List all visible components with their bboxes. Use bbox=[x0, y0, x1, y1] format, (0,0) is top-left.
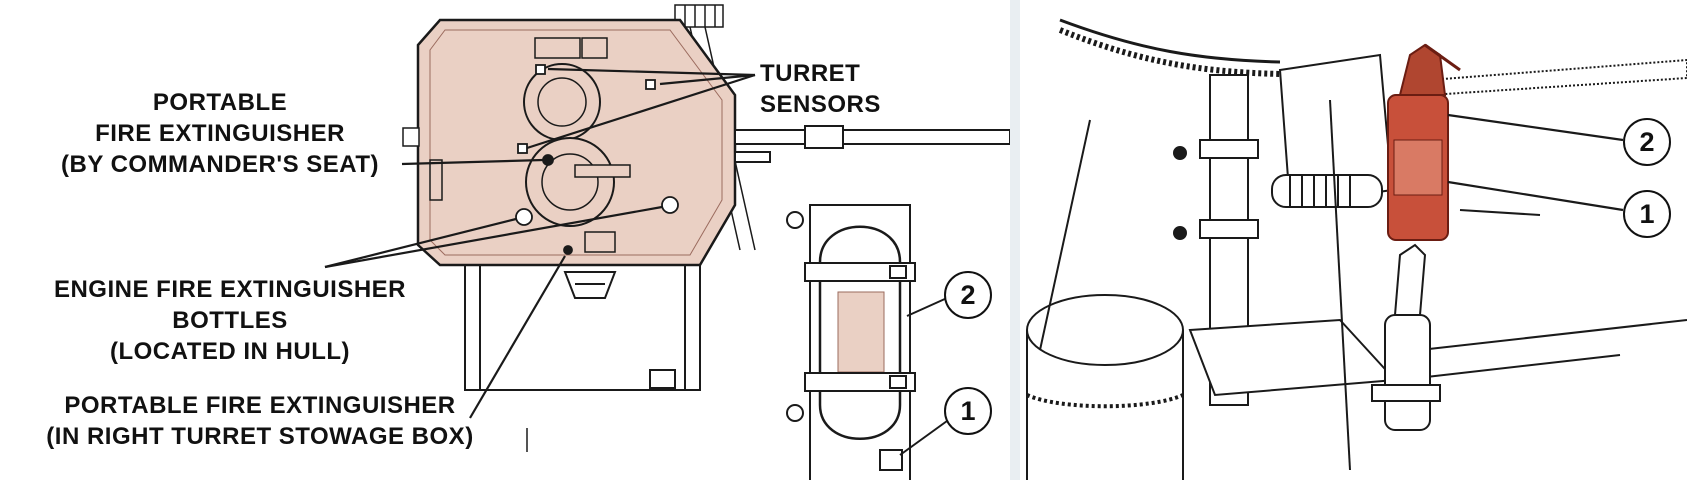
turret-ring-teeth bbox=[1058, 27, 1281, 77]
label-line: (BY COMMANDER'S SEAT) bbox=[61, 151, 379, 178]
label-turret-sensors: TURRET SENSORS bbox=[760, 58, 881, 120]
panel-divider bbox=[1010, 0, 1020, 480]
label-line: ENGINE FIRE EXTINGUISHER bbox=[53, 276, 407, 303]
label-portable-extinguisher-commander: PORTABLE FIRE EXTINGUISHER (BY COMMANDER… bbox=[40, 87, 400, 180]
callout-bracket-2: 2 bbox=[944, 271, 992, 319]
label-engine-extinguisher-bottles: ENGINE FIRE EXTINGUISHER BOTTLES (LOCATE… bbox=[30, 274, 430, 367]
floor-lines bbox=[1399, 319, 1687, 381]
white-fire-extinguisher bbox=[1371, 243, 1441, 431]
bracket-leader-lines bbox=[899, 297, 948, 456]
label-line: SENSORS bbox=[760, 91, 881, 118]
seat-tray bbox=[1188, 318, 1398, 397]
turret-diagram-art bbox=[324, 4, 1010, 480]
upper-rack bbox=[1429, 58, 1687, 97]
interior-view-panel: 2 1 bbox=[1020, 0, 1687, 480]
red-fire-extinguisher bbox=[1387, 43, 1461, 241]
callout-bracket-1: 1 bbox=[944, 387, 992, 435]
leader-lines bbox=[324, 67, 756, 419]
label-line: PORTABLE bbox=[152, 89, 288, 116]
gun-barrel bbox=[734, 125, 1010, 163]
label-portable-extinguisher-stowage: PORTABLE FIRE EXTINGUISHER (IN RIGHT TUR… bbox=[0, 390, 520, 452]
label-line: TURRET bbox=[760, 60, 861, 87]
hull-detail bbox=[563, 271, 617, 299]
label-line: PORTABLE FIRE EXTINGUISHER bbox=[64, 392, 456, 419]
turret-markers bbox=[515, 64, 679, 255]
callout-photo-2: 2 bbox=[1623, 118, 1671, 166]
turret-ring bbox=[1059, 18, 1281, 64]
callout-photo-1: 1 bbox=[1623, 190, 1671, 238]
turret-top-view-panel: TURRET SENSORS PORTABLE FIRE EXTINGUISHE… bbox=[0, 4, 1010, 480]
label-line: (LOCATED IN HULL) bbox=[109, 338, 350, 365]
label-line: (IN RIGHT TURRET STOWAGE BOX) bbox=[46, 423, 474, 450]
label-line: FIRE EXTINGUISHER bbox=[95, 120, 345, 147]
turret-body bbox=[402, 18, 737, 267]
interior-diagram-art bbox=[1026, 18, 1687, 480]
label-line: BOTTLES bbox=[172, 307, 288, 334]
extinguisher-bracket-inset bbox=[786, 204, 916, 480]
interior-leader-lines bbox=[1447, 113, 1624, 212]
